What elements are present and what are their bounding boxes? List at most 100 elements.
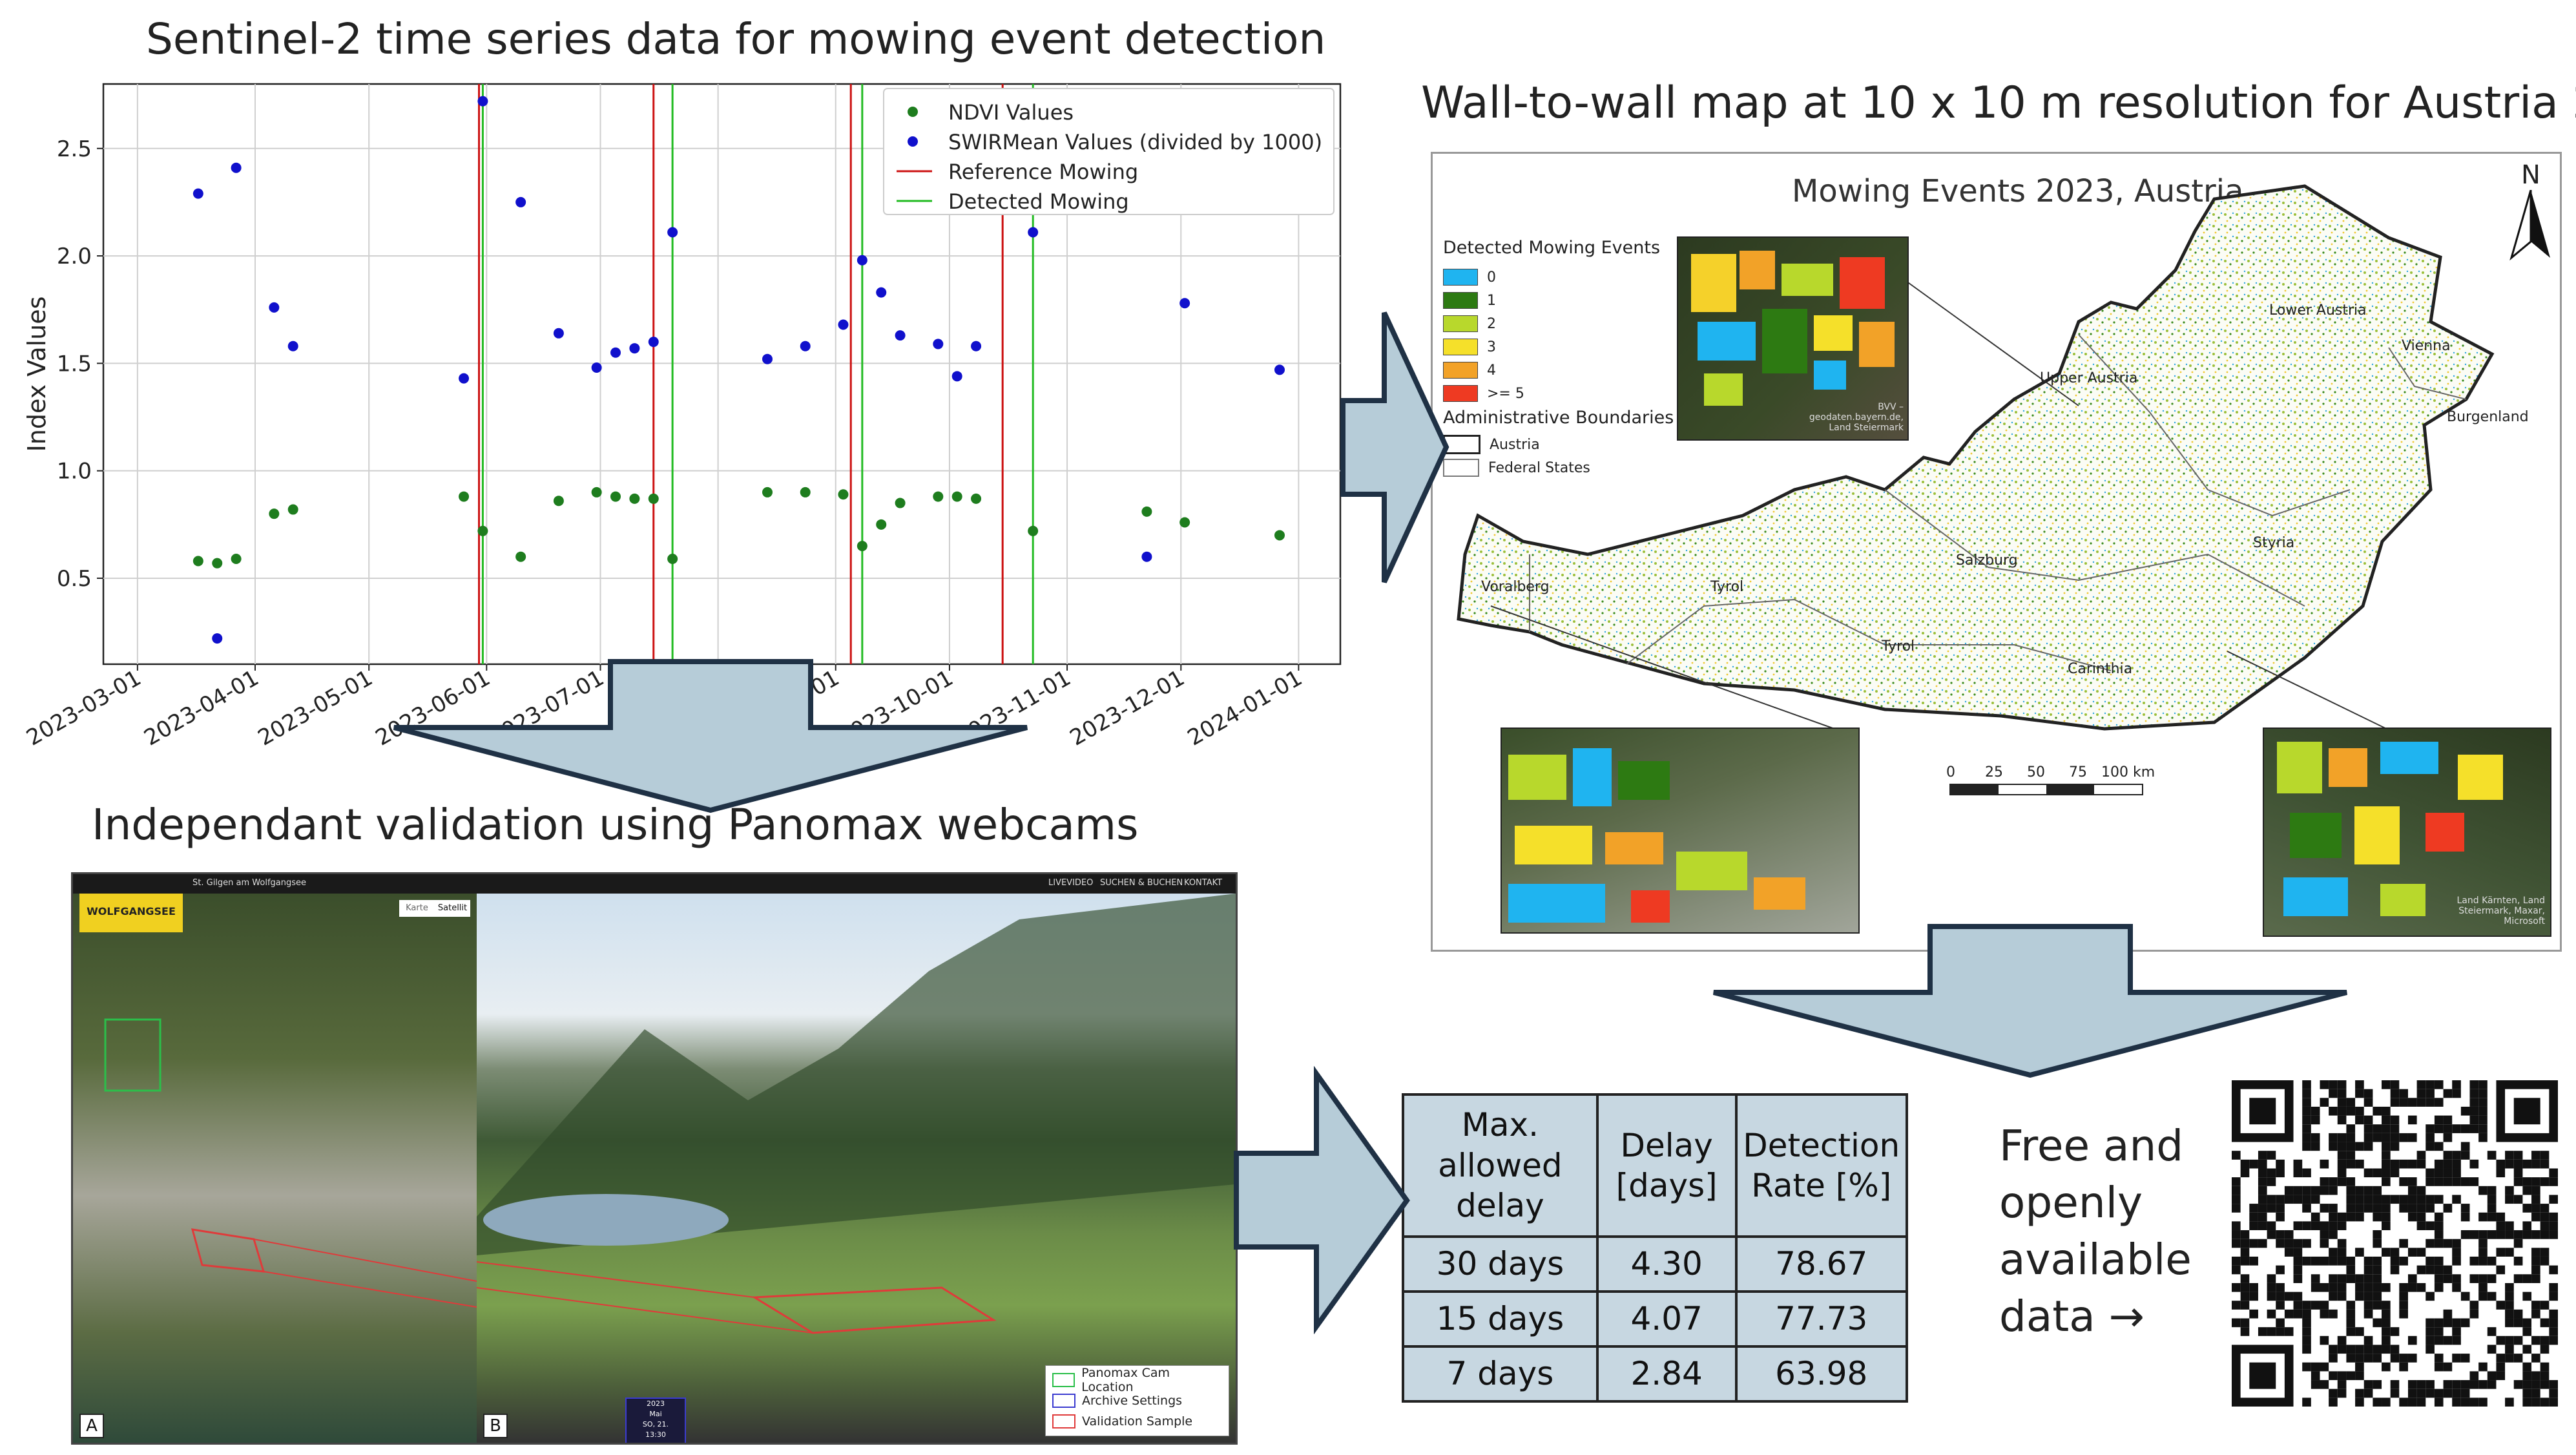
panel-b-webcam: B 2023 Mai SO, 21. 13:30 Panomax Cam Loc… bbox=[477, 894, 1236, 1443]
austria-label: Austria bbox=[1490, 436, 1540, 453]
swir-point bbox=[610, 347, 621, 358]
swir-point bbox=[212, 633, 223, 644]
ndvi-point bbox=[459, 491, 470, 502]
x-tick-label: 2023-04-01 bbox=[140, 665, 263, 751]
legend-item: 4 bbox=[1443, 359, 1674, 382]
y-tick-label: 1.0 bbox=[57, 459, 92, 485]
federal-states-swatch bbox=[1443, 459, 1479, 477]
webcam-legend-swatch bbox=[1052, 1394, 1075, 1408]
table-cell: 15 days bbox=[1402, 1290, 1599, 1348]
swir-point bbox=[876, 287, 887, 298]
panel-a-overlays bbox=[104, 1018, 477, 1308]
location-name: St. Gilgen am Wolfgangsee bbox=[192, 878, 307, 888]
validation-heading: Independant validation using Panomax web… bbox=[92, 800, 1139, 850]
webcam-legend-item: Panomax Cam Location bbox=[1052, 1366, 1222, 1394]
legend-swatch bbox=[1443, 362, 1478, 379]
ndvi-point bbox=[477, 525, 488, 536]
legend-item: 3 bbox=[1443, 335, 1674, 359]
map-title: Mowing Events 2023, Austria bbox=[1792, 173, 2244, 209]
legend-swir-marker bbox=[908, 136, 918, 147]
ndvi-point bbox=[287, 504, 298, 515]
nav-contact[interactable]: KONTAKT bbox=[1184, 878, 1223, 888]
y-tick-label: 2.5 bbox=[57, 136, 92, 162]
legend-detected-label: Detected Mowing bbox=[948, 189, 1129, 214]
region-upper-austria: Upper Austria bbox=[2040, 370, 2138, 386]
scale-label-0: 0 bbox=[1946, 764, 1955, 780]
table-row: 30 days 4.30 78.67 bbox=[1402, 1235, 1908, 1293]
region-styria: Styria bbox=[2253, 535, 2295, 551]
panel-a-satellite: WOLFGANGSEE Karte Satellit A bbox=[73, 894, 477, 1443]
date-widget[interactable]: 2023 Mai SO, 21. 13:30 bbox=[625, 1397, 686, 1443]
y-axis-label: Index Values bbox=[23, 297, 51, 452]
scale-label-25: 25 bbox=[1985, 764, 2003, 780]
ndvi-point bbox=[231, 554, 242, 565]
swir-point bbox=[933, 339, 944, 350]
swir-point bbox=[192, 188, 203, 199]
swir-point bbox=[269, 302, 280, 313]
north-label: N bbox=[2521, 160, 2540, 190]
nav-search-book[interactable]: SUCHEN & BUCHEN bbox=[1100, 878, 1183, 888]
qr-code-icon[interactable] bbox=[2232, 1080, 2558, 1407]
arrow-validation-to-table bbox=[1234, 1066, 1410, 1334]
webcam-legend-swatch bbox=[1052, 1373, 1075, 1387]
austria-swatch bbox=[1443, 435, 1480, 454]
swir-point bbox=[1141, 551, 1152, 562]
ndvi-point bbox=[610, 491, 621, 502]
swir-point bbox=[459, 373, 470, 384]
qr-code[interactable] bbox=[2232, 1080, 2558, 1407]
swir-point bbox=[1179, 298, 1190, 309]
swir-point bbox=[515, 196, 526, 207]
legend-label: 1 bbox=[1487, 292, 1496, 309]
arrow-map-to-table bbox=[1712, 924, 2348, 1078]
table-cell: 7 days bbox=[1402, 1345, 1599, 1403]
ndvi-point bbox=[553, 496, 564, 507]
ndvi-point bbox=[648, 493, 659, 504]
swir-point bbox=[667, 227, 678, 238]
arrow-chart-to-map bbox=[1340, 311, 1449, 583]
swir-point bbox=[895, 330, 906, 341]
brand-logo-text: WOLFGANGSEE bbox=[87, 905, 176, 917]
panel-a-label: A bbox=[79, 1414, 104, 1438]
webcam-legend-label: Archive Settings bbox=[1082, 1394, 1183, 1408]
swir-point bbox=[1028, 227, 1039, 238]
region-tyrol-east: Tyrol bbox=[1882, 638, 1915, 654]
scale-label-75: 75 bbox=[2069, 764, 2087, 780]
nav-livevideo[interactable]: LIVEVIDEO bbox=[1048, 878, 1094, 888]
table-cell: 4.07 bbox=[1595, 1290, 1738, 1348]
ndvi-point bbox=[933, 491, 944, 502]
ndvi-point bbox=[591, 487, 602, 497]
inset-top: BVV – geodaten.bayern.de, Land Steiermar… bbox=[1677, 236, 1909, 441]
arrow-chart-to-validation bbox=[393, 659, 1028, 813]
results-table: Max. allowed delay Delay [days] Detectio… bbox=[1402, 1093, 1908, 1403]
swir-point bbox=[231, 162, 242, 173]
legend-item: 0 bbox=[1443, 266, 1674, 289]
austria-outline bbox=[1457, 184, 2495, 768]
swir-point bbox=[477, 96, 488, 107]
swir-point bbox=[800, 340, 811, 351]
brand-logo: WOLFGANGSEE bbox=[79, 894, 183, 932]
free-data-line-4[interactable]: data → bbox=[1999, 1292, 2145, 1341]
table-cell: 4.30 bbox=[1595, 1235, 1738, 1293]
header-delay: Delay [days] bbox=[1595, 1093, 1738, 1238]
date-day: SO, 21. bbox=[642, 1420, 669, 1429]
region-burgenland: Burgenland bbox=[2447, 409, 2529, 425]
ndvi-point bbox=[876, 519, 887, 530]
webcam-screenshot: St. Gilgen am Wolfgangsee LIVEVIDEO SUCH… bbox=[71, 872, 1238, 1445]
map-tab-karte[interactable]: Karte bbox=[406, 903, 428, 913]
legend-swatch bbox=[1443, 292, 1478, 309]
ndvi-point bbox=[857, 541, 867, 552]
ndvi-point bbox=[951, 491, 962, 502]
north-arrow: N bbox=[2508, 160, 2553, 264]
webcam-legend-swatch bbox=[1052, 1414, 1075, 1429]
region-salzburg: Salzburg bbox=[1956, 552, 2018, 569]
region-voralberg: Voralberg bbox=[1481, 579, 1550, 595]
legend-item: 2 bbox=[1443, 312, 1674, 335]
map-heading: Wall-to-wall map at 10 x 10 m resolution… bbox=[1421, 78, 2576, 129]
inset-bl-fields bbox=[1508, 748, 1805, 923]
table-header-row: Max. allowed delay Delay [days] Detectio… bbox=[1402, 1093, 1908, 1238]
date-time: 13:30 bbox=[645, 1430, 666, 1439]
map-tab-satellit[interactable]: Satellit bbox=[437, 903, 468, 913]
inset-top-fields bbox=[1691, 251, 1895, 406]
